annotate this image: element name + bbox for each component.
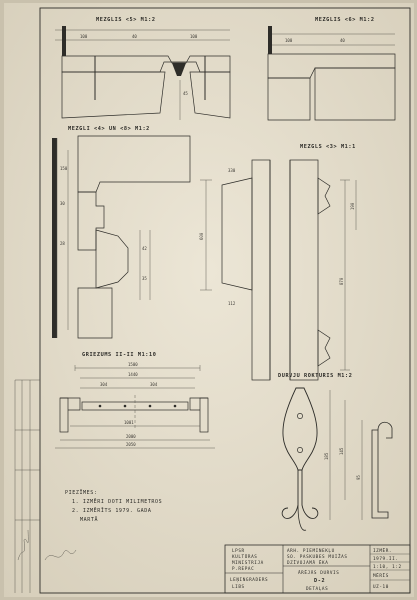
dim-600: 600 (199, 232, 204, 240)
project-line-2: SO. PASKUBES MUIŽAS (287, 552, 348, 560)
handle-profile (371, 429, 389, 519)
detail-6: MEZGLIS <6> M1:2 100 40 (267, 17, 396, 121)
detail-4-8: MEZGLI <4> UN <8> M1:2 150 30 28 42 35 (52, 126, 191, 339)
section-ii: GRIEZUMS II-II M1:10 1500 1440 304 304 1… (55, 352, 215, 449)
title-section: GRIEZUMS II-II M1:10 (82, 352, 156, 358)
tb-right-4: UZ-10 (373, 584, 389, 590)
svg-text:45: 45 (183, 91, 188, 96)
door-handle-detail: DURVJU ROKTURIS M1:2 185 145 95 (278, 373, 393, 531)
svg-text:28: 28 (60, 241, 65, 246)
signature-label: LEŅINGRADERS (230, 577, 268, 583)
wood-frame-right (314, 67, 396, 121)
title-detail-5: MEZGLIS <5> M1:2 (96, 17, 156, 23)
svg-text:35: 35 (142, 276, 147, 281)
title-detail-3: MEZGLS <3> M1:1 (300, 144, 356, 150)
org-line-4: P.REPAC (232, 566, 254, 572)
post-section (77, 287, 113, 339)
dim-870: 870 (339, 277, 344, 285)
drawing-sub: DETAĻAS (306, 586, 328, 592)
tb-right-2: 1:10, 1:2 (373, 564, 402, 570)
dim-1500: 1500 (128, 362, 138, 367)
dim-112: 112 (228, 301, 236, 306)
svg-text:100: 100 (80, 34, 88, 39)
svg-text:100: 100 (285, 38, 293, 43)
note-line-2: 2. IZMĒRĪTS 1979. GADA (72, 507, 151, 514)
svg-text:185: 185 (324, 452, 329, 460)
title-detail-6: MEZGLIS <6> M1:2 (315, 17, 375, 23)
svg-text:40: 40 (340, 38, 345, 43)
org-line-2: KULTŪRAS (232, 553, 258, 560)
drawing-name: ĀRĒJĀS DURVIS (298, 569, 339, 576)
wood-section-right (189, 71, 231, 119)
dim-1001: 1001 (124, 420, 134, 425)
dim-330: 330 (228, 168, 236, 173)
dim-304: 304 (100, 382, 108, 387)
bead-left (221, 177, 253, 291)
tb-right-1: 1979.II. (373, 556, 399, 562)
notes-heading: PIEZĪMES: (65, 489, 98, 496)
tb-right-3: MĒRĪS (373, 572, 389, 579)
svg-text:40: 40 (132, 34, 137, 39)
tb-right-0: IZMĒR. (373, 547, 392, 554)
dim-190: 190 (350, 202, 355, 210)
note-line-1: 1. IZMĒRI DOTI MILIMETROS (72, 498, 162, 505)
drawing-code: D-2 (314, 578, 325, 584)
project-line-1: ARH. PIEMINEKĻU (287, 548, 335, 554)
signature-scribble (17, 529, 29, 561)
svg-text:150: 150 (60, 166, 68, 171)
project-line-3: DZĪVOJAMĀ ĒKA (287, 559, 328, 566)
dim-2050: 2050 (126, 442, 136, 447)
org-line-1: LPSR (232, 548, 245, 554)
note-line-3: MARTĀ (80, 516, 98, 523)
dim-2000: 2000 (126, 434, 136, 439)
title-detail-4-8: MEZGLI <4> UN <8> M1:2 (68, 126, 150, 132)
wood-frame-vertical (267, 77, 311, 121)
signature-sub: LIBS (232, 584, 245, 590)
notes-block: PIEZĪMES: 1. IZMĒRI DOTI MILIMETROS 2. I… (65, 489, 162, 523)
svg-text:100: 100 (190, 34, 198, 39)
title-handle: DURVJU ROKTURIS M1:2 (278, 373, 352, 379)
org-line-3: MINISTRIJA (232, 560, 264, 566)
wood-section-left (61, 71, 166, 119)
svg-text:30: 30 (60, 201, 65, 206)
detail-5: MEZGLIS <5> M1:2 100 40 100 45 (55, 17, 231, 120)
dim-1440: 1440 (128, 372, 138, 377)
svg-text:304: 304 (150, 382, 158, 387)
svg-text:95: 95 (356, 475, 361, 480)
detail-3: MEZGLS <3> M1:1 600 870 190 112 330 (199, 144, 357, 381)
svg-text:42: 42 (142, 246, 147, 251)
paper-sheet (4, 3, 414, 597)
svg-text:145: 145 (339, 447, 344, 455)
wall-edge (62, 26, 66, 56)
title-block: LPSR KULTŪRAS MINISTRIJA P.REPAC LEŅINGR… (224, 544, 411, 594)
